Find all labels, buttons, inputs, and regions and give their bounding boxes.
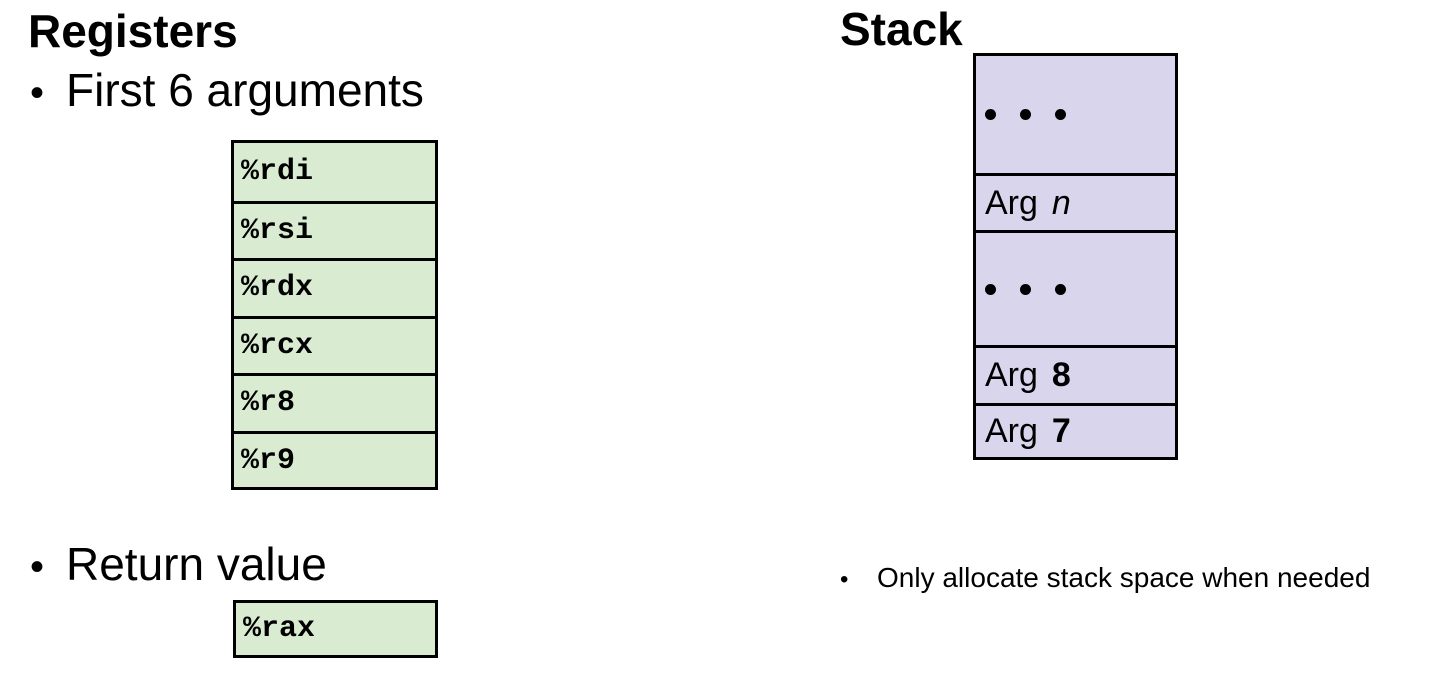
stack-cell-arg-n: Arg n <box>976 173 1175 230</box>
bullet-icon: • <box>30 545 45 589</box>
bullet-return-value: • Return value <box>30 538 327 591</box>
register-row-r8: %r8 <box>234 373 435 431</box>
register-label: %r8 <box>241 386 296 421</box>
register-label: %rdi <box>241 154 314 189</box>
argument-registers-table: %rdi %rsi %rdx %rcx %r8 %r9 <box>231 140 438 490</box>
stack-cell-ellipsis-top <box>976 56 1175 173</box>
registers-heading: Registers <box>28 5 238 57</box>
register-row-rdx: %rdx <box>234 258 435 316</box>
stack-cell-arg-8: Arg 8 <box>976 345 1175 403</box>
stack-cell-ellipsis-middle <box>976 230 1175 345</box>
bullet-stack-note: • Only allocate stack space when needed <box>840 562 1370 594</box>
bullet-icon: • <box>840 566 849 593</box>
register-label: %rsi <box>241 213 314 248</box>
bullet-return-value-label: Return value <box>66 538 327 590</box>
arg-value: 7 <box>1051 412 1071 450</box>
stack-heading: Stack <box>840 3 963 55</box>
arg-label: Arg <box>985 356 1038 394</box>
register-label: %rax <box>243 612 316 646</box>
register-label: %r9 <box>241 443 296 478</box>
bullet-first-6-arguments: • First 6 arguments <box>30 64 424 117</box>
bullet-first-6-arguments-label: First 6 arguments <box>66 64 424 116</box>
register-label: %rdx <box>241 271 314 306</box>
register-row-rsi: %rsi <box>234 200 435 259</box>
bullet-icon: • <box>30 71 45 115</box>
arg-label: Arg <box>985 412 1038 450</box>
register-row-r9: %r9 <box>234 430 435 489</box>
register-row-rax: %rax <box>236 603 435 655</box>
register-row-rdi: %rdi <box>234 143 435 201</box>
ellipsis-dot-icon <box>985 283 996 295</box>
ellipsis-dot-icon <box>1055 109 1066 120</box>
ellipsis-dot-icon <box>1020 283 1031 295</box>
stack-diagram: Arg n Arg 8 Arg 7 <box>973 53 1178 460</box>
register-row-rcx: %rcx <box>234 315 435 374</box>
arg-value: n <box>1051 183 1071 222</box>
register-label: %rcx <box>241 328 314 363</box>
ellipsis-dot-icon <box>1020 109 1031 120</box>
ellipsis-dot-icon <box>1055 283 1066 295</box>
ellipsis-dot-icon <box>985 109 996 120</box>
stack-cell-arg-7: Arg 7 <box>976 403 1175 457</box>
stack-note-label: Only allocate stack space when needed <box>877 562 1371 593</box>
arg-value: 8 <box>1051 356 1071 394</box>
arg-label: Arg <box>985 183 1038 222</box>
return-register-box: %rax <box>233 600 438 658</box>
